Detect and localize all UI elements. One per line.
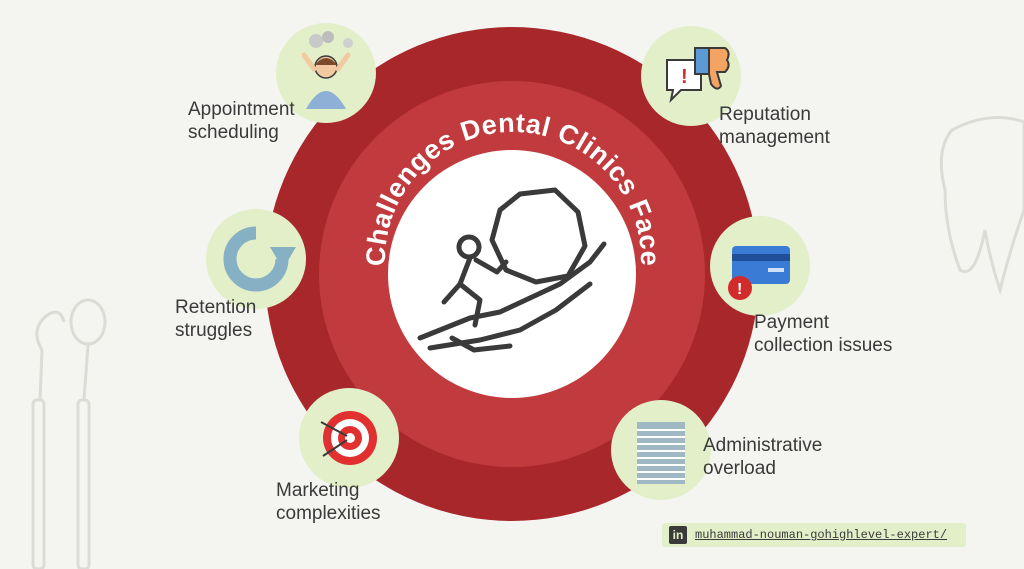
rotate-arrow-icon xyxy=(223,226,296,292)
retention-bubble xyxy=(206,209,306,309)
administrative-bubble xyxy=(611,400,711,500)
credit-card-alert-icon: ! xyxy=(728,246,790,300)
linkedin-icon: in xyxy=(669,526,687,544)
target-arrows-icon xyxy=(320,411,377,465)
paper-stack-icon xyxy=(637,422,685,484)
svg-text:!: ! xyxy=(737,281,742,298)
label-administrative-overload: Administrative overload xyxy=(703,435,823,479)
label-payment-collection-issues: Payment collection issues xyxy=(754,312,893,356)
linkedin-credit[interactable]: in muhammad-nouman-gohighlevel-expert/ xyxy=(662,523,966,547)
dental-probe-icon xyxy=(31,310,66,569)
label-marketing-complexities: Marketing complexities xyxy=(276,480,381,524)
sisyphus-boulder-icon xyxy=(417,187,607,353)
marketing-bubble xyxy=(299,388,399,488)
payment-bubble: ! xyxy=(710,216,810,316)
svg-text:!: ! xyxy=(681,66,688,88)
stressed-person-icon xyxy=(301,31,353,109)
tooth-icon xyxy=(939,116,1024,296)
reputation-bubble: ! xyxy=(641,26,741,126)
appointment-bubble xyxy=(276,23,376,123)
linkedin-handle-link[interactable]: muhammad-nouman-gohighlevel-expert/ xyxy=(695,528,948,542)
dental-mirror-icon xyxy=(69,298,107,569)
label-reputation-management: Reputation management xyxy=(719,104,830,148)
label-appointment-scheduling: Appointment scheduling xyxy=(188,99,295,143)
thumbs-down-alert-icon: ! xyxy=(666,47,730,104)
label-retention-struggles: Retention struggles xyxy=(175,297,257,341)
